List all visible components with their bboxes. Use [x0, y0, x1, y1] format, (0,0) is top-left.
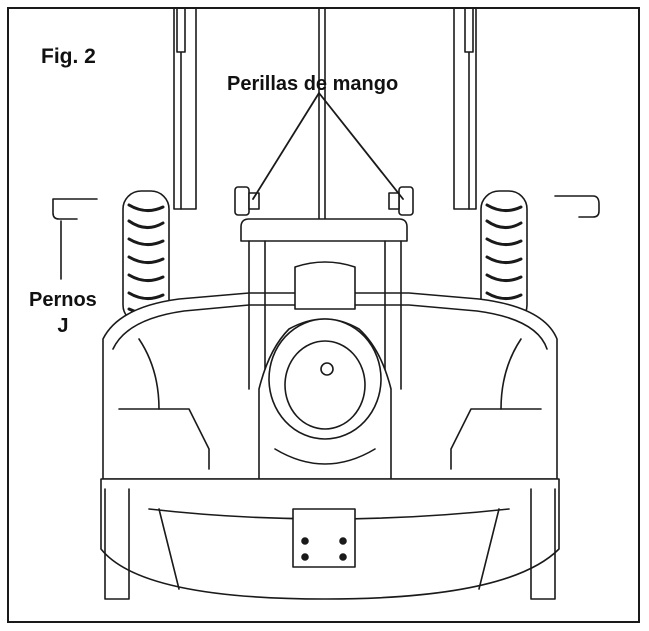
j-bolts-label: Pernos J [29, 287, 97, 339]
figure-label: Fig. 2 [41, 45, 96, 68]
figure-frame: Fig. 2 Perillas de mango Pernos J [7, 7, 640, 623]
j-bolts-label-line2: J [57, 315, 69, 337]
handle-frame [173, 9, 477, 225]
handle-knobs-label: Perillas de mango [227, 73, 399, 95]
handle-bracket [240, 218, 408, 390]
j-bolts-label-line1: Pernos [29, 289, 97, 311]
handle-knob-right-icon [388, 186, 414, 216]
discharge-chute [258, 261, 392, 480]
auger-housing [100, 478, 560, 600]
leader-lines [252, 92, 404, 200]
j-bolt-left-icon [52, 198, 98, 280]
snow-blower-illustration [52, 9, 600, 600]
handle-knob-left-icon [234, 186, 260, 216]
j-bolt-right-icon [554, 195, 600, 218]
